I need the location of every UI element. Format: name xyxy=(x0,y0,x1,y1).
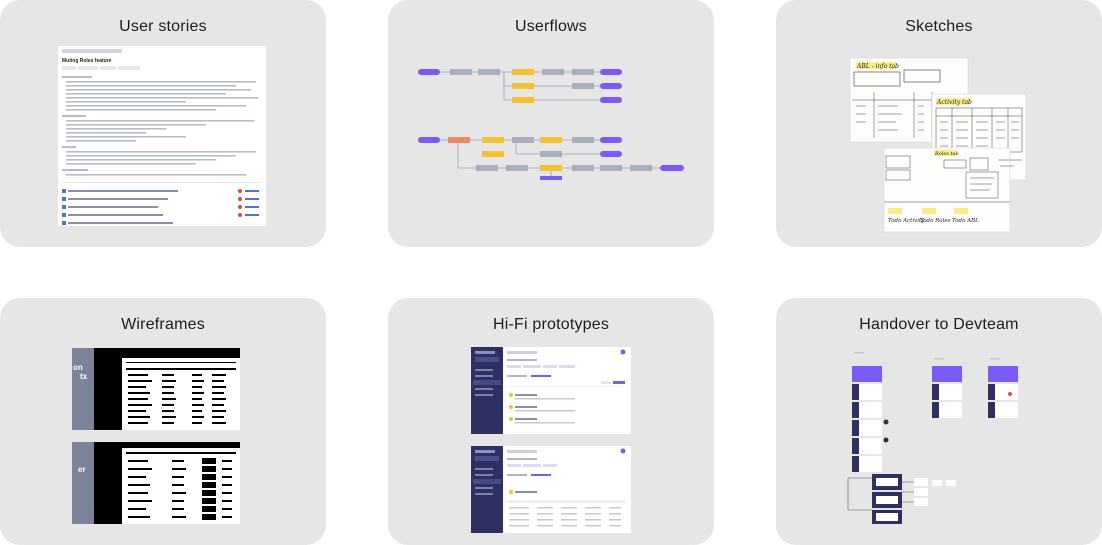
card-title: Wireframes xyxy=(121,316,205,333)
hifi-thumbnail-1 xyxy=(471,347,631,434)
hifi-thumbnail-2 xyxy=(471,446,631,533)
card-title: Hi-Fi prototypes xyxy=(492,316,610,333)
wire-side-text-1: on xyxy=(73,363,83,372)
sketch-label-2: Todo Roles xyxy=(920,218,951,224)
wire-side-text-2: tx xyxy=(80,372,88,381)
card-handover-devteam[interactable]: Handover to Devteam xyxy=(776,298,1102,545)
card-title: Sketches xyxy=(905,18,973,35)
card-hifi-prototypes[interactable]: Hi-Fi prototypes xyxy=(388,298,714,545)
card-title: Handover to Devteam xyxy=(859,316,1019,333)
card-userflows[interactable]: Userflows xyxy=(388,0,714,247)
wireframe-thumbnail-2: er xyxy=(72,442,240,524)
wireframe-thumbnail-1: on tx xyxy=(72,348,240,430)
userflow-thumbnail xyxy=(416,60,688,180)
card-sketches[interactable]: Sketches ABL - info tab Activity tab xyxy=(776,0,1102,247)
sketch-note-1: ABL - info tab xyxy=(856,63,899,70)
sketch-label-1: Todo Activity xyxy=(888,218,925,224)
card-wireframes[interactable]: Wireframes on tx xyxy=(0,298,326,545)
doc-title: Muting Roles feature xyxy=(62,58,112,64)
card-title: Userflows xyxy=(514,18,588,35)
user-stories-thumbnail: Muting Roles feature xyxy=(58,46,266,226)
sketch-label-3: Todo ABL xyxy=(952,218,979,224)
card-title: User stories xyxy=(119,18,207,35)
handover-thumbnail xyxy=(846,350,1032,530)
sketch-note-2: Activity tab xyxy=(936,99,972,106)
wire-side-text-3: er xyxy=(78,465,86,474)
sketch-note-3: Roles tab xyxy=(934,151,959,157)
card-user-stories[interactable]: User stories Muting Roles feature xyxy=(0,0,326,247)
sketches-thumbnail: ABL - info tab Activity tab xyxy=(848,56,1028,234)
